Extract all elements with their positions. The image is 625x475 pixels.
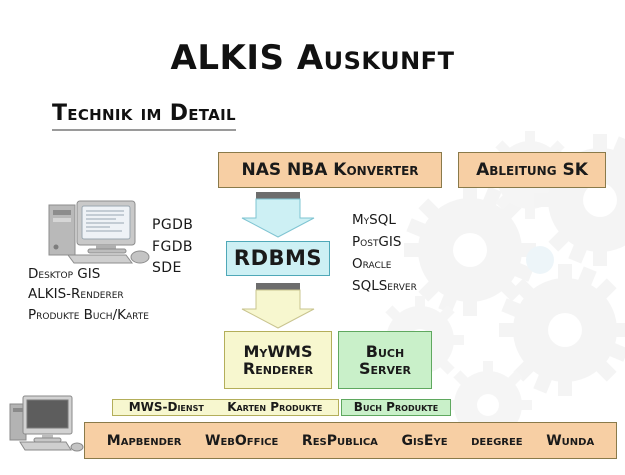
client-app-weboffice[interactable]: WebOffice [205,432,279,449]
node-buch-server[interactable]: Buch Server [338,331,432,389]
node-mywms-renderer[interactable]: MyWMS Renderer [224,331,332,389]
node-mywms-renderer-label-line2: Renderer [242,359,314,378]
node-nas-nba-konverter[interactable]: NAS NBA Konverter [218,152,442,188]
page-title: ALKIS Auskunft [170,38,455,78]
node-nas-nba-konverter-label: NAS NBA Konverter [241,159,419,180]
node-mws-dienst-karten-produkte[interactable]: MWS-Dienst Karten Produkte [112,399,339,416]
database-engine-item: PostGIS [352,233,402,250]
node-buch-produkte-label: Buch Produkte [353,400,439,415]
desktop-computer-icon [48,200,150,264]
client-workstation-icon [9,395,84,452]
database-engine-item: Oracle [352,255,392,272]
storage-format-item: SDE [152,260,182,277]
node-buch-server-label-line2: Server [358,359,411,378]
storage-formats-list: PGDB FGDB SDE [152,215,193,280]
client-app-deegree[interactable]: deegree [471,432,523,449]
database-engine-item: MySQL [352,212,396,228]
node-mws-dienst-label: MWS-Dienst [128,400,204,415]
database-engines-list: MySQL PostGIS Oracle SQLServer [352,210,417,297]
node-karten-produkte-label: Karten Produkte [227,400,323,415]
desktop-gis-label-line: Produkte Buch/Karte [28,306,149,323]
page-subtitle: Technik im Detail [52,101,236,131]
client-app-mapbender[interactable]: Mapbender [106,432,182,449]
storage-format-item: FGDB [152,238,193,255]
database-engine-item: SQLServer [352,277,417,294]
desktop-gis-label-line: ALKIS-Renderer [28,286,124,303]
node-rdbms[interactable]: RDBMS [226,241,330,276]
node-buch-produkte[interactable]: Buch Produkte [341,399,451,416]
node-rdbms-label: RDBMS [233,246,323,271]
client-applications-bar: Mapbender WebOffice ResPublica GisEye de… [84,422,617,459]
storage-format-item: PGDB [152,217,194,233]
arrow-rdbms-to-renderer-icon [241,283,315,329]
client-app-wunda[interactable]: Wunda [546,432,595,449]
node-ableitung-sk-label: Ableitung SK [476,159,588,180]
node-mywms-renderer-label-line1: MyWMS [243,341,313,361]
node-buch-server-label-line1: Buch [365,341,405,361]
arrow-konverter-to-rdbms-icon [241,192,315,238]
desktop-gis-label-line: Desktop GIS [28,266,101,282]
client-app-respublica[interactable]: ResPublica [301,432,378,449]
desktop-gis-labels: Desktop GIS ALKIS-Renderer Produkte Buch… [28,264,149,325]
client-app-giseye[interactable]: GisEye [401,432,448,449]
node-ableitung-sk[interactable]: Ableitung SK [458,152,606,188]
